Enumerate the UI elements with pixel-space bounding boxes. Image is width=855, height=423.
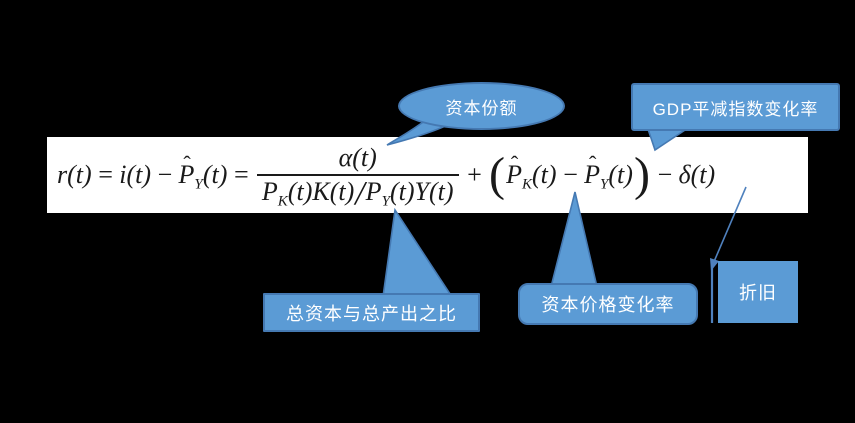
callout-capital-share: 资本份额	[398, 82, 565, 130]
hat-accent: ˆ	[588, 150, 597, 176]
fraction: α(t) PK(t)K(t)/PY(t)Y(t)	[256, 143, 459, 210]
subscript-k: K	[277, 193, 288, 210]
ratio-callout-tail	[382, 207, 454, 298]
callout-depreciation: 折旧	[718, 261, 798, 323]
division-slash: /	[355, 175, 365, 213]
subscript-k: K	[521, 176, 533, 193]
depreciation-connector-line	[712, 186, 747, 265]
p-letter: P	[178, 160, 195, 189]
callout-label: 总资本与总产出之比	[286, 303, 457, 324]
minus-sign: −	[655, 160, 674, 189]
term-delta: δ(t)	[678, 160, 716, 189]
p-letter: P	[584, 160, 600, 189]
subscript-y: Y	[194, 176, 203, 193]
arg-t: (t)	[608, 160, 633, 189]
callout-capital-price-change: 资本价格变化率	[518, 283, 698, 325]
arg-t: (t)	[532, 160, 557, 189]
subscript-y: Y	[381, 193, 390, 210]
minus-sign: −	[561, 160, 580, 189]
p-letter: P	[365, 177, 382, 206]
callout-label: 折旧	[739, 283, 777, 303]
den-output-term: (t)Y(t)	[389, 177, 454, 206]
plus-sign: +	[465, 160, 484, 189]
p-letter: P	[506, 160, 522, 189]
subscript-y: Y	[600, 176, 609, 193]
price-callout-tail	[549, 191, 599, 288]
den-capital-term: (t)K(t)	[287, 177, 355, 206]
denominator: PK(t)K(t)/PY(t)Y(t)	[256, 174, 459, 210]
p-letter: P	[261, 177, 278, 206]
term-i: i(t)	[119, 160, 151, 189]
callout-label: 资本份额	[445, 98, 518, 118]
callout-label: 资本价格变化率	[541, 295, 675, 315]
term-r: r(t)	[57, 160, 92, 189]
equals-sign: =	[232, 160, 250, 189]
callout-gdp-deflator: GDP平减指数变化率	[631, 83, 840, 131]
callout-label: GDP平减指数变化率	[652, 99, 819, 119]
hat-accent: ˆ	[183, 150, 191, 176]
equals-sign: =	[96, 160, 115, 189]
callout-capital-output-ratio: 总资本与总产出之比	[263, 293, 480, 332]
numerator: α(t)	[338, 143, 377, 172]
minus-sign: −	[155, 160, 174, 189]
hat-accent: ˆ	[510, 150, 519, 176]
arg-t: (t)	[202, 160, 228, 189]
